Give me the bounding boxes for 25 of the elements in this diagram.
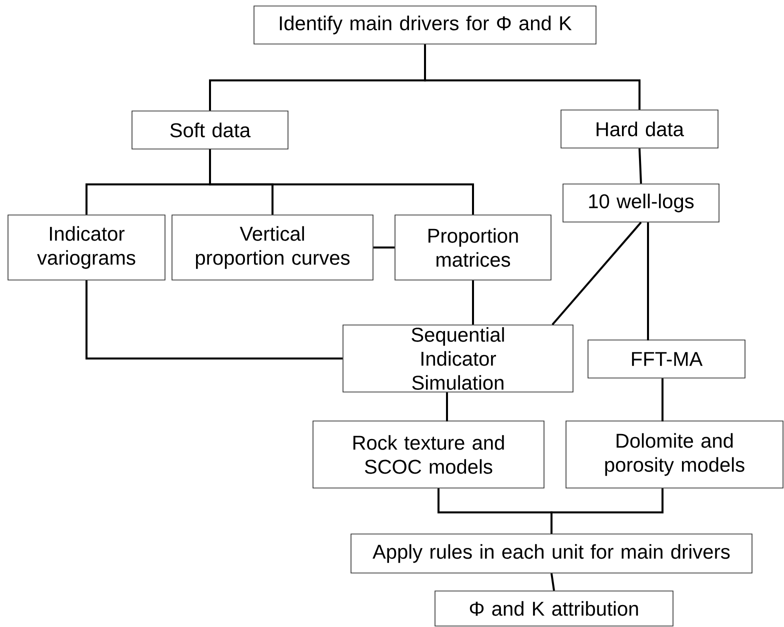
- connector-line: [552, 222, 642, 326]
- process-box: Identify main drivers for Φ and K: [254, 6, 596, 44]
- process-box: Hard data: [560, 110, 718, 148]
- connector-line: [550, 488, 664, 534]
- process-box: Indicator variograms: [8, 214, 166, 280]
- connector-line: [209, 149, 474, 215]
- process-box: Vertical proportion curves: [172, 214, 374, 280]
- process-box: Apply rules in each unit for main drivers: [350, 534, 752, 574]
- connector-line: [550, 573, 555, 591]
- process-box: 10 well-logs: [562, 184, 720, 222]
- connector-line: [373, 246, 395, 248]
- connector-line: [647, 222, 649, 340]
- process-box: Sequential Indicator Simulation: [342, 324, 574, 392]
- process-box: Φ and K attribution: [434, 590, 674, 626]
- connector-line: [424, 44, 640, 110]
- process-box: Rock texture and SCOC models: [312, 420, 544, 488]
- process-box: Proportion matrices: [394, 214, 552, 280]
- connector-line: [638, 148, 642, 184]
- process-box: Soft data: [132, 110, 288, 150]
- connector-line: [86, 280, 343, 360]
- process-box: Dolomite and porosity models: [566, 420, 784, 488]
- connector-line: [472, 280, 474, 325]
- connector-line: [662, 378, 664, 422]
- process-box: FFT-MA: [588, 340, 746, 378]
- connector-line: [446, 392, 448, 422]
